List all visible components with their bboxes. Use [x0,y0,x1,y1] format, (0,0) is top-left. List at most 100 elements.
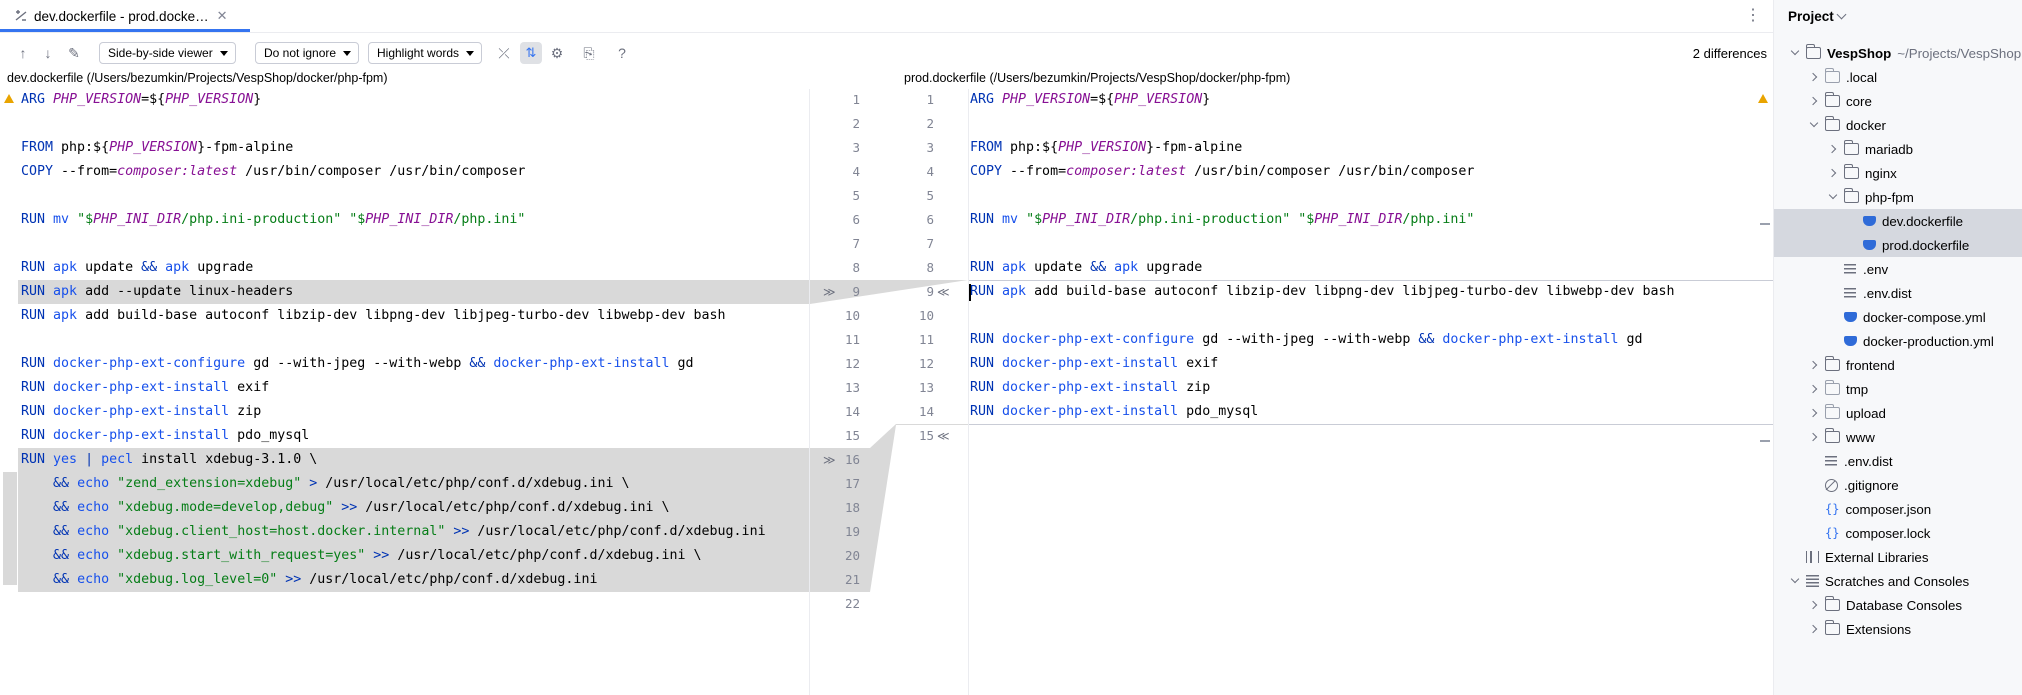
tree-item[interactable]: .env.dist [1774,449,2022,473]
tree-item[interactable]: Extensions [1774,617,2022,641]
tree-item-label: composer.json [1845,501,1932,517]
left-line-number: 16 [844,452,860,467]
tree-item[interactable]: tmp [1774,377,2022,401]
spacer [1809,480,1819,490]
tree-item[interactable]: prod.dockerfile [1774,233,2022,257]
right-deleted-divider [967,424,1773,425]
right-code-line: COPY --from=composer:latest /usr/bin/com… [970,164,1475,179]
tree-item-label: Database Consoles [1846,597,1963,613]
tree-item[interactable]: upload [1774,401,2022,425]
spacer [1828,288,1838,298]
chevron-right-icon[interactable] [1809,624,1819,634]
right-line-number: 11 [918,332,934,347]
apply-change-right-icon[interactable]: ≫ [823,453,836,467]
chevron-right-icon[interactable] [1809,72,1819,82]
tree-item-label: Scratches and Consoles [1825,573,1970,589]
tree-item[interactable]: dev.dockerfile [1774,209,2022,233]
tree-item[interactable]: frontend [1774,353,2022,377]
tree-item[interactable]: docker [1774,113,2022,137]
help-icon[interactable]: ? [618,45,626,61]
viewer-dropdown[interactable]: Side-by-side viewer [99,42,236,64]
previous-difference-icon[interactable]: ↑ [19,45,27,61]
tree-item[interactable]: {}composer.json [1774,497,2022,521]
tab-diff[interactable]: dev.dockerfile - prod.docke… ✕ [0,0,250,32]
diff-gutter [809,89,969,695]
highlight-dropdown[interactable]: Highlight words [368,42,483,64]
tree-item[interactable]: .env.dist [1774,281,2022,305]
tree-item[interactable]: nginx [1774,161,2022,185]
chevron-right-icon[interactable] [1809,432,1819,442]
left-line-number: 3 [852,140,860,155]
sync-scroll-toggle-icon[interactable]: ⇅ [520,42,542,64]
folder-icon [1805,44,1821,59]
ignore-dropdown[interactable]: Do not ignore [255,42,360,64]
tree-item[interactable]: mariadb [1774,137,2022,161]
tree-item[interactable]: Scratches and Consoles [1774,569,2022,593]
right-line-number: 3 [926,140,934,155]
left-line-number: 9 [852,284,860,299]
docker-icon [1844,312,1857,322]
chevron-right-icon[interactable] [1809,360,1819,370]
chevron-right-icon[interactable] [1809,96,1819,106]
library-icon [1806,551,1819,563]
tree-item[interactable]: docker-production.yml [1774,329,2022,353]
left-code-line: RUN mv "$PHP_INI_DIR/php.ini-production"… [21,212,526,227]
tree-item[interactable]: www [1774,425,2022,449]
right-code-line: RUN docker-php-ext-install exif [970,356,1219,371]
right-code-line: RUN docker-php-ext-configure gd --with-j… [970,332,1643,347]
chevron-right-icon[interactable] [1828,144,1838,154]
chevron-right-icon[interactable] [1828,168,1838,178]
folder-icon [1843,188,1859,203]
highlight-dropdown-label: Highlight words [377,46,460,60]
apply-change-right-icon[interactable]: ≫ [823,285,836,299]
tree-item[interactable]: php-fpm [1774,185,2022,209]
tree-item[interactable]: External Libraries [1774,545,2022,569]
tree-item[interactable]: docker-compose.yml [1774,305,2022,329]
left-line-number: 2 [852,116,860,131]
left-code-line: && echo "xdebug.start_with_request=yes" … [53,548,702,563]
annotate-icon[interactable]: ⎘ [583,45,595,61]
more-options-icon[interactable]: ⋮ [1745,7,1761,24]
settings-gear-icon[interactable]: ⚙ [550,45,564,61]
apply-change-left-icon[interactable]: ≪ [937,285,950,299]
chevron-down-icon[interactable] [1790,576,1800,586]
close-icon[interactable]: ✕ [216,8,228,23]
chevron-right-icon[interactable] [1809,600,1819,610]
warning-icon[interactable] [1758,94,1768,103]
folder-icon [1824,356,1840,371]
tree-item[interactable]: Database Consoles [1774,593,2022,617]
warning-icon[interactable] [4,94,14,103]
right-code-line: RUN mv "$PHP_INI_DIR/php.ini-production"… [970,212,1475,227]
diff-editor: dev.dockerfile - prod.docke… ✕ ⋮ ↑ ↓ ✎ S… [0,0,1773,695]
collapse-unchanged-icon[interactable]: ⤫ [498,45,510,61]
text-file-icon [1844,287,1856,299]
chevron-down-icon [466,51,475,56]
tree-item-label: upload [1846,405,1886,421]
right-line-number: 6 [926,212,934,227]
spacer [1809,504,1819,514]
left-code-line: RUN docker-php-ext-install zip [21,404,262,419]
chevron-down-icon[interactable] [1809,120,1819,130]
edit-source-icon[interactable]: ✎ [68,45,80,61]
left-line-number: 8 [852,260,860,275]
tree-item[interactable]: core [1774,89,2022,113]
tree-item[interactable]: .env [1774,257,2022,281]
tree-item[interactable]: VespShop~/Projects/VespShop [1774,41,2022,65]
docker-icon [1844,336,1857,346]
left-code-line: ARG PHP_VERSION=${PHP_VERSION} [21,92,262,107]
chevron-right-icon[interactable] [1809,408,1819,418]
apply-change-left-icon[interactable]: ≪ [937,429,950,443]
right-line-number: 5 [926,188,934,203]
error-stripe [1760,440,1770,442]
tree-item[interactable]: .gitignore [1774,473,2022,497]
left-code-line: FROM php:${PHP_VERSION}-fpm-alpine [21,140,294,155]
chevron-right-icon[interactable] [1809,384,1819,394]
tree-item[interactable]: {}composer.lock [1774,521,2022,545]
tree-item[interactable]: .local [1774,65,2022,89]
chevron-down-icon[interactable] [1790,48,1800,58]
diff-connector [810,280,968,592]
project-title[interactable]: Project [1788,9,1847,24]
tree-item-label: core [1846,93,1872,109]
next-difference-icon[interactable]: ↓ [44,45,52,61]
chevron-down-icon[interactable] [1828,192,1838,202]
